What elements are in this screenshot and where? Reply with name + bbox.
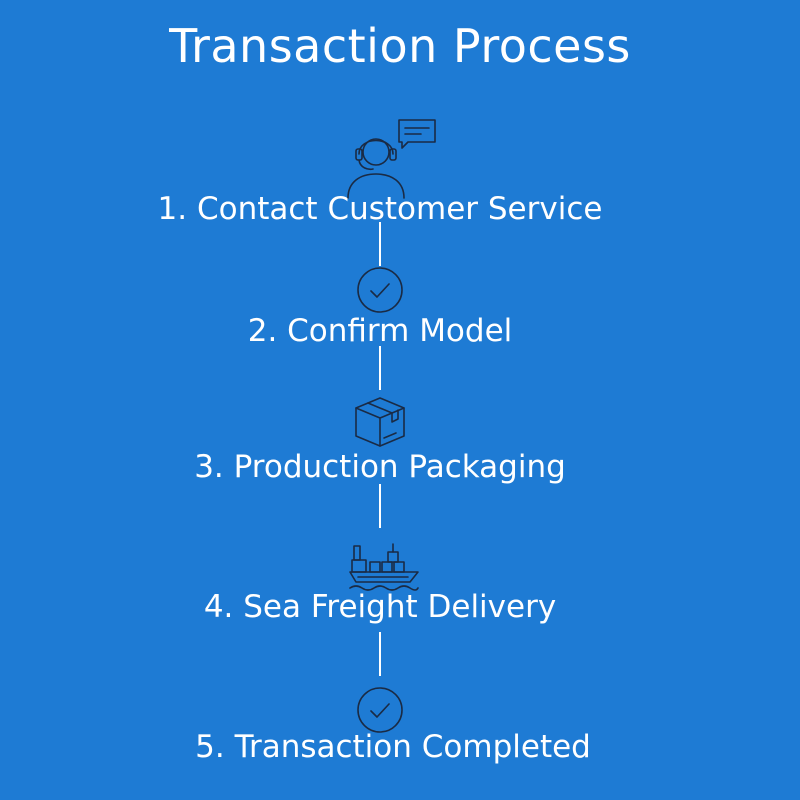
package-box-icon <box>352 394 408 450</box>
check-circle-icon <box>356 266 404 314</box>
step-3-label: 3. Production Packaging <box>194 449 566 485</box>
connector-line <box>379 632 381 676</box>
check-circle-icon <box>356 686 404 734</box>
step-2-label: 2. Confirm Model <box>247 313 513 349</box>
connector-line <box>379 484 381 528</box>
connector-line <box>379 222 381 266</box>
cargo-ship-icon <box>348 542 420 592</box>
step-5-label: 5. Transaction Completed <box>195 729 591 765</box>
customer-service-headset-icon <box>342 116 438 200</box>
step-4-label: 4. Sea Freight Delivery <box>203 589 557 625</box>
step-1-label: 1. Contact Customer Service <box>157 191 603 227</box>
connector-line <box>379 346 381 390</box>
diagram-title: Transaction Process <box>169 19 631 73</box>
